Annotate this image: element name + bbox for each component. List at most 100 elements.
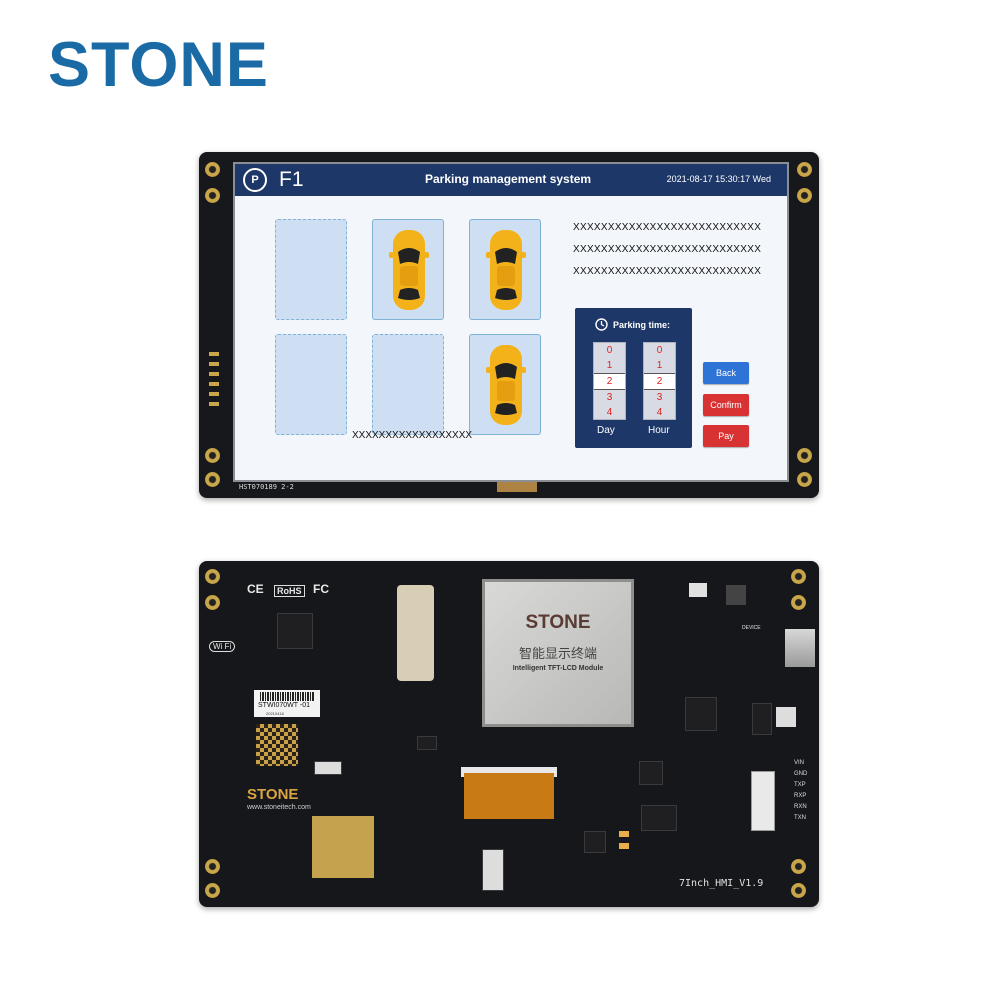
ribbon-cable [464,773,554,819]
wifi-chip [277,613,313,649]
info-line: XXXXXXXXXXXXXXXXXXXXXXXXXXX [573,244,762,255]
hour-option[interactable]: 3 [656,392,663,403]
app-title: Parking management system [425,172,592,186]
parking-time-panel: Parking time: 0 1 2 3 4 0 1 2 3 4 Day Ho… [575,308,692,448]
lcd-screen: P F1 Parking management system 2021-08-1… [233,162,789,482]
qr-code [256,724,298,766]
ce-mark: CE [247,582,264,596]
day-option-selected[interactable]: 2 [594,373,625,390]
battery-holder [397,585,434,681]
datetime: 2021-08-17 15:30:17 Wed [666,174,771,184]
serial-code: STWI070WT -01 [258,702,310,709]
mount-hole [791,569,806,584]
inductor [726,585,746,605]
shield-english-text: Intelligent TFT-LCD Module [512,665,604,672]
fc-mark: FC [313,582,329,596]
mount-hole [791,883,806,898]
hour-label: Hour [648,425,670,436]
serial-sticker: STWI070WT -01 20210416 [254,690,320,717]
clock-icon [595,318,608,331]
parking-slot-occupied[interactable] [469,334,541,435]
brand-logo: STONE [48,30,269,100]
ic-chip [641,805,677,831]
display-module-front: HST070189 2-2 P F1 Parking management sy… [199,152,819,498]
model-label: 7Inch_HMI_V1.9 [679,878,764,889]
ic-chip [584,831,606,853]
main-chip-shield: STONE 智能显示终端 Intelligent TFT-LCD Module [482,579,634,727]
car-icon [486,345,526,425]
ic-chip [752,703,772,735]
floor-label: F1 [279,168,304,191]
board-brand: STONE [247,786,299,803]
display-module-back: CE RoHS FC Wi Fi STWI070WT -01 20210416 … [199,561,819,907]
day-picker[interactable]: 0 1 2 3 4 [593,342,626,420]
shield-chinese-text: 智能显示终端 [518,647,597,662]
rj-port [776,707,796,727]
day-label: Day [597,425,615,436]
pin-label: GND [794,771,808,777]
screen-titlebar: P F1 Parking management system 2021-08-1… [235,164,787,196]
hour-option[interactable]: 0 [656,345,663,356]
shield-brand: STONE [525,612,591,633]
mount-hole [797,448,812,463]
car-icon [486,230,526,310]
mount-hole [797,472,812,487]
touch-pad [312,816,374,878]
confirm-button[interactable]: Confirm [703,394,749,416]
led [619,843,629,849]
bottom-text: XXXXXXXXXXXXXXXXXX [352,430,473,441]
ic-chip [639,761,663,785]
mount-hole [205,883,220,898]
small-connector [314,761,342,775]
wifi-label: Wi Fi [209,641,236,652]
hour-option[interactable]: 4 [656,407,663,418]
parking-slot-occupied[interactable] [372,219,444,320]
mount-hole [205,188,220,203]
pin-label: TXP [794,782,806,788]
device-label: DEVICE [742,625,761,631]
parking-slot-empty[interactable] [275,334,347,435]
parking-slot-occupied[interactable] [469,219,541,320]
ribbon-connector [461,767,557,777]
mount-hole [205,162,220,177]
hour-option-selected[interactable]: 2 [644,373,675,390]
pin-label: RXN [794,804,807,810]
mount-hole [791,595,806,610]
mount-hole [205,448,220,463]
silkscreen-label: HST070189 2-2 [239,483,294,491]
car-icon [389,230,429,310]
edge-pads [209,352,219,412]
rohs-mark: RoHS [274,585,305,597]
day-option[interactable]: 4 [606,407,613,418]
ic-chip [417,736,437,750]
info-line: XXXXXXXXXXXXXXXXXXXXXXXXXXX [573,266,762,277]
usb-port [785,629,815,667]
small-connector [482,849,504,891]
small-connector [689,583,707,597]
pay-button[interactable]: Pay [703,425,749,447]
hour-option[interactable]: 1 [656,360,663,371]
hour-picker[interactable]: 0 1 2 3 4 [643,342,676,420]
board-url: www.stoneitech.com [247,804,311,811]
day-option[interactable]: 3 [606,392,613,403]
ic-chip [685,697,717,731]
day-option[interactable]: 1 [606,360,613,371]
back-button[interactable]: Back [703,362,749,384]
serial-connector [751,771,775,831]
barcode [260,692,314,701]
mount-hole [205,595,220,610]
mount-hole [205,569,220,584]
parking-logo-icon: P [243,168,267,192]
info-line: XXXXXXXXXXXXXXXXXXXXXXXXXXX [573,222,762,233]
mount-hole [205,859,220,874]
pin-label: VIN [794,760,805,766]
pin-label: RXP [794,793,807,799]
pin-label: TXN [794,815,806,821]
parking-time-title: Parking time: [613,320,671,330]
mount-hole [205,472,220,487]
led [619,831,629,837]
parking-slot-empty[interactable] [372,334,444,435]
parking-slot-empty[interactable] [275,219,347,320]
day-option[interactable]: 0 [606,345,613,356]
mount-hole [797,162,812,177]
